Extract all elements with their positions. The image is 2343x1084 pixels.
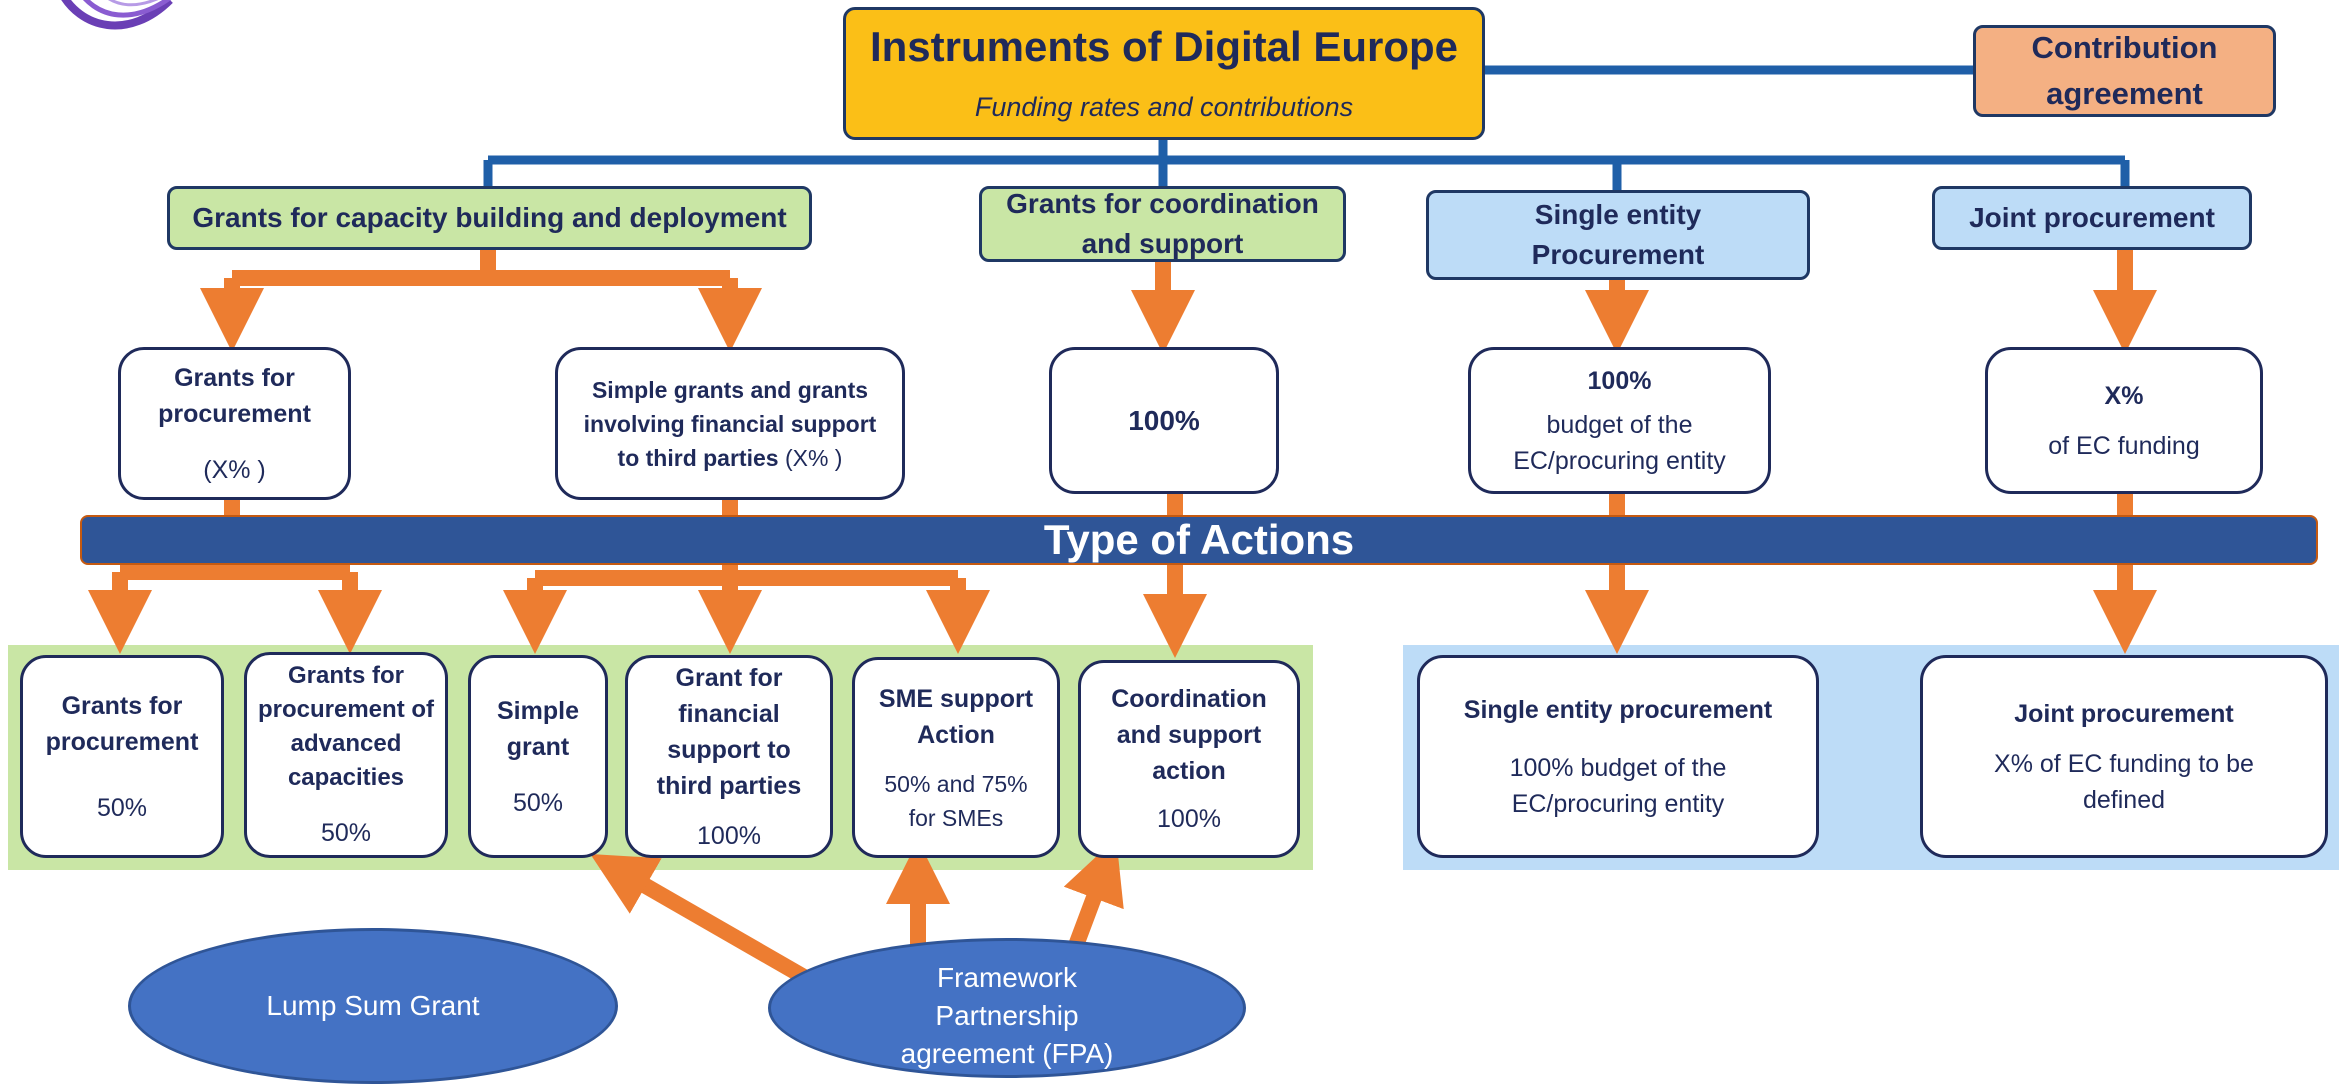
lump-sum-grant-ellipse: Lump Sum Grant [128,928,618,1084]
card-joint-rate: X% of EC funding [1985,347,2263,494]
fpa-ellipse: Framework Partnership agreement (FPA) [768,938,1246,1078]
proc-text: X% of EC funding to be defined [1994,749,2254,814]
card-single-entity-rate-text: budget of the EC/procuring entity [1513,410,1726,475]
card-grants-for-procurement-title: Grants for procurement [158,363,311,428]
type-of-actions-label: Type of Actions [1043,516,1355,563]
action-rate: 50% [96,793,148,822]
action-coordination-support: Coordination and support action 100% [1078,660,1300,858]
action-rate: 100% [697,821,761,850]
action-title: SME support Action [878,684,1034,749]
header-joint-procurement: Joint procurement [1932,186,2252,250]
action-title: Grant for financial support to third par… [656,663,802,800]
action-grants-for-procurement: Grants for procurement 50% [20,655,224,858]
fpa-label: Framework Partnership agreement (FPA) [900,962,1114,1069]
card-simple-grants-text: Simple grants and grants involving finan… [576,373,884,475]
action-rate: 100% [1157,805,1221,833]
card-coordination-rate: 100% [1049,347,1279,494]
contribution-agreement-box: Contribution agreement [1973,25,2276,117]
action-grants-advanced-capacities: Grants for procurement of advanced capac… [244,652,448,858]
lump-sum-grant-label: Lump Sum Grant [266,990,480,1021]
page-subtitle: Funding rates and contributions [974,91,1354,122]
card-simple-grants-rate: (X% ) [784,444,843,471]
proc-single-entity: Single entity procurement 100% budget of… [1417,655,1819,858]
action-title: Grants for procurement [45,691,199,756]
card-grants-for-procurement-rate: (X% ) [203,455,266,484]
card-simple-grants: Simple grants and grants involving finan… [555,347,905,500]
header-capacity-building-label: Grants for capacity building and deploym… [192,202,787,233]
header-single-entity-procurement: Single entity Procurement [1426,190,1810,280]
action-financial-support: Grant for financial support to third par… [625,655,833,858]
action-title: Simple grant [497,696,579,761]
header-joint-procurement-label: Joint procurement [1969,202,2215,233]
proc-title: Joint procurement [2014,699,2234,728]
header-coordination-support: Grants for coordination and support [979,186,1346,262]
proc-joint: Joint procurement X% of EC funding to be… [1920,655,2328,858]
title-box: Instruments of Digital Europe Funding ra… [843,7,1485,140]
action-title: Grants for procurement of advanced capac… [257,662,434,791]
proc-text: 100% budget of the EC/procuring entity [1509,753,1727,818]
logo-swirl [61,0,173,30]
card-grants-for-procurement: Grants for procurement (X% ) [118,347,351,500]
card-simple-grants-title: Simple grants and grants involving finan… [583,376,877,471]
action-sme-support: SME support Action 50% and 75% for SMEs [852,657,1060,858]
header-capacity-building: Grants for capacity building and deploym… [167,186,812,250]
card-single-entity-rate-value: 100% [1587,366,1652,395]
type-of-actions-banner: Type of Actions [80,515,2318,565]
action-rate: 50% [320,819,372,847]
card-coordination-rate-value: 100% [1128,404,1200,436]
proc-title: Single entity procurement [1463,695,1773,724]
header-single-entity-procurement-label: Single entity Procurement [1531,199,1705,270]
contribution-agreement-label: Contribution agreement [2031,30,2218,111]
card-single-entity-rate: 100% budget of the EC/procuring entity [1468,347,1771,494]
card-joint-rate-text: of EC funding [2048,431,2200,460]
action-title: Coordination and support action [1111,685,1267,785]
page-title: Instruments of Digital Europe [869,22,1459,70]
action-simple-grant: Simple grant 50% [468,655,608,858]
action-rate: 50% and 75% for SMEs [884,770,1028,831]
card-joint-rate-value: X% [2104,381,2144,410]
action-rate: 50% [512,788,564,817]
header-coordination-support-label: Grants for coordination and support [1006,188,1319,259]
